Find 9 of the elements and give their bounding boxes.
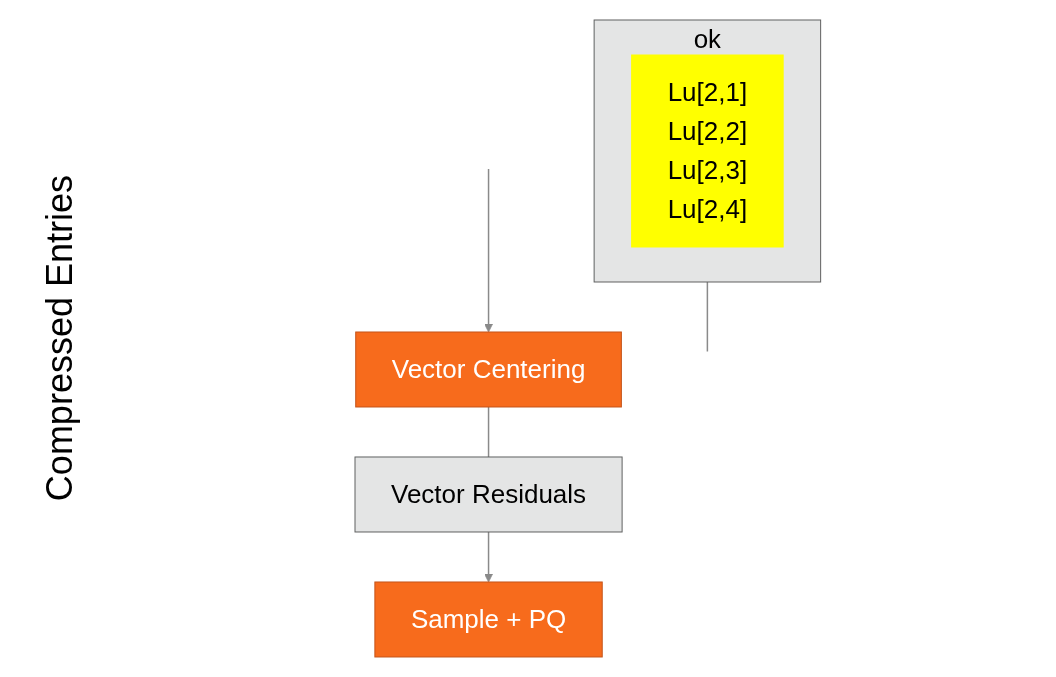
node-box: Vector Residuals (354, 456, 623, 533)
connector (488, 406, 490, 458)
arrow (484, 531, 494, 583)
connector (706, 281, 709, 353)
arrow (484, 168, 494, 333)
node-box: Vector Centering (355, 331, 623, 408)
side-label: Compressed Entries (39, 175, 81, 502)
node-box: Lu[2,1] Lu[2,2] Lu[2,3] Lu[2,4] (631, 54, 784, 248)
node-box: Sample + PQ (374, 581, 603, 658)
